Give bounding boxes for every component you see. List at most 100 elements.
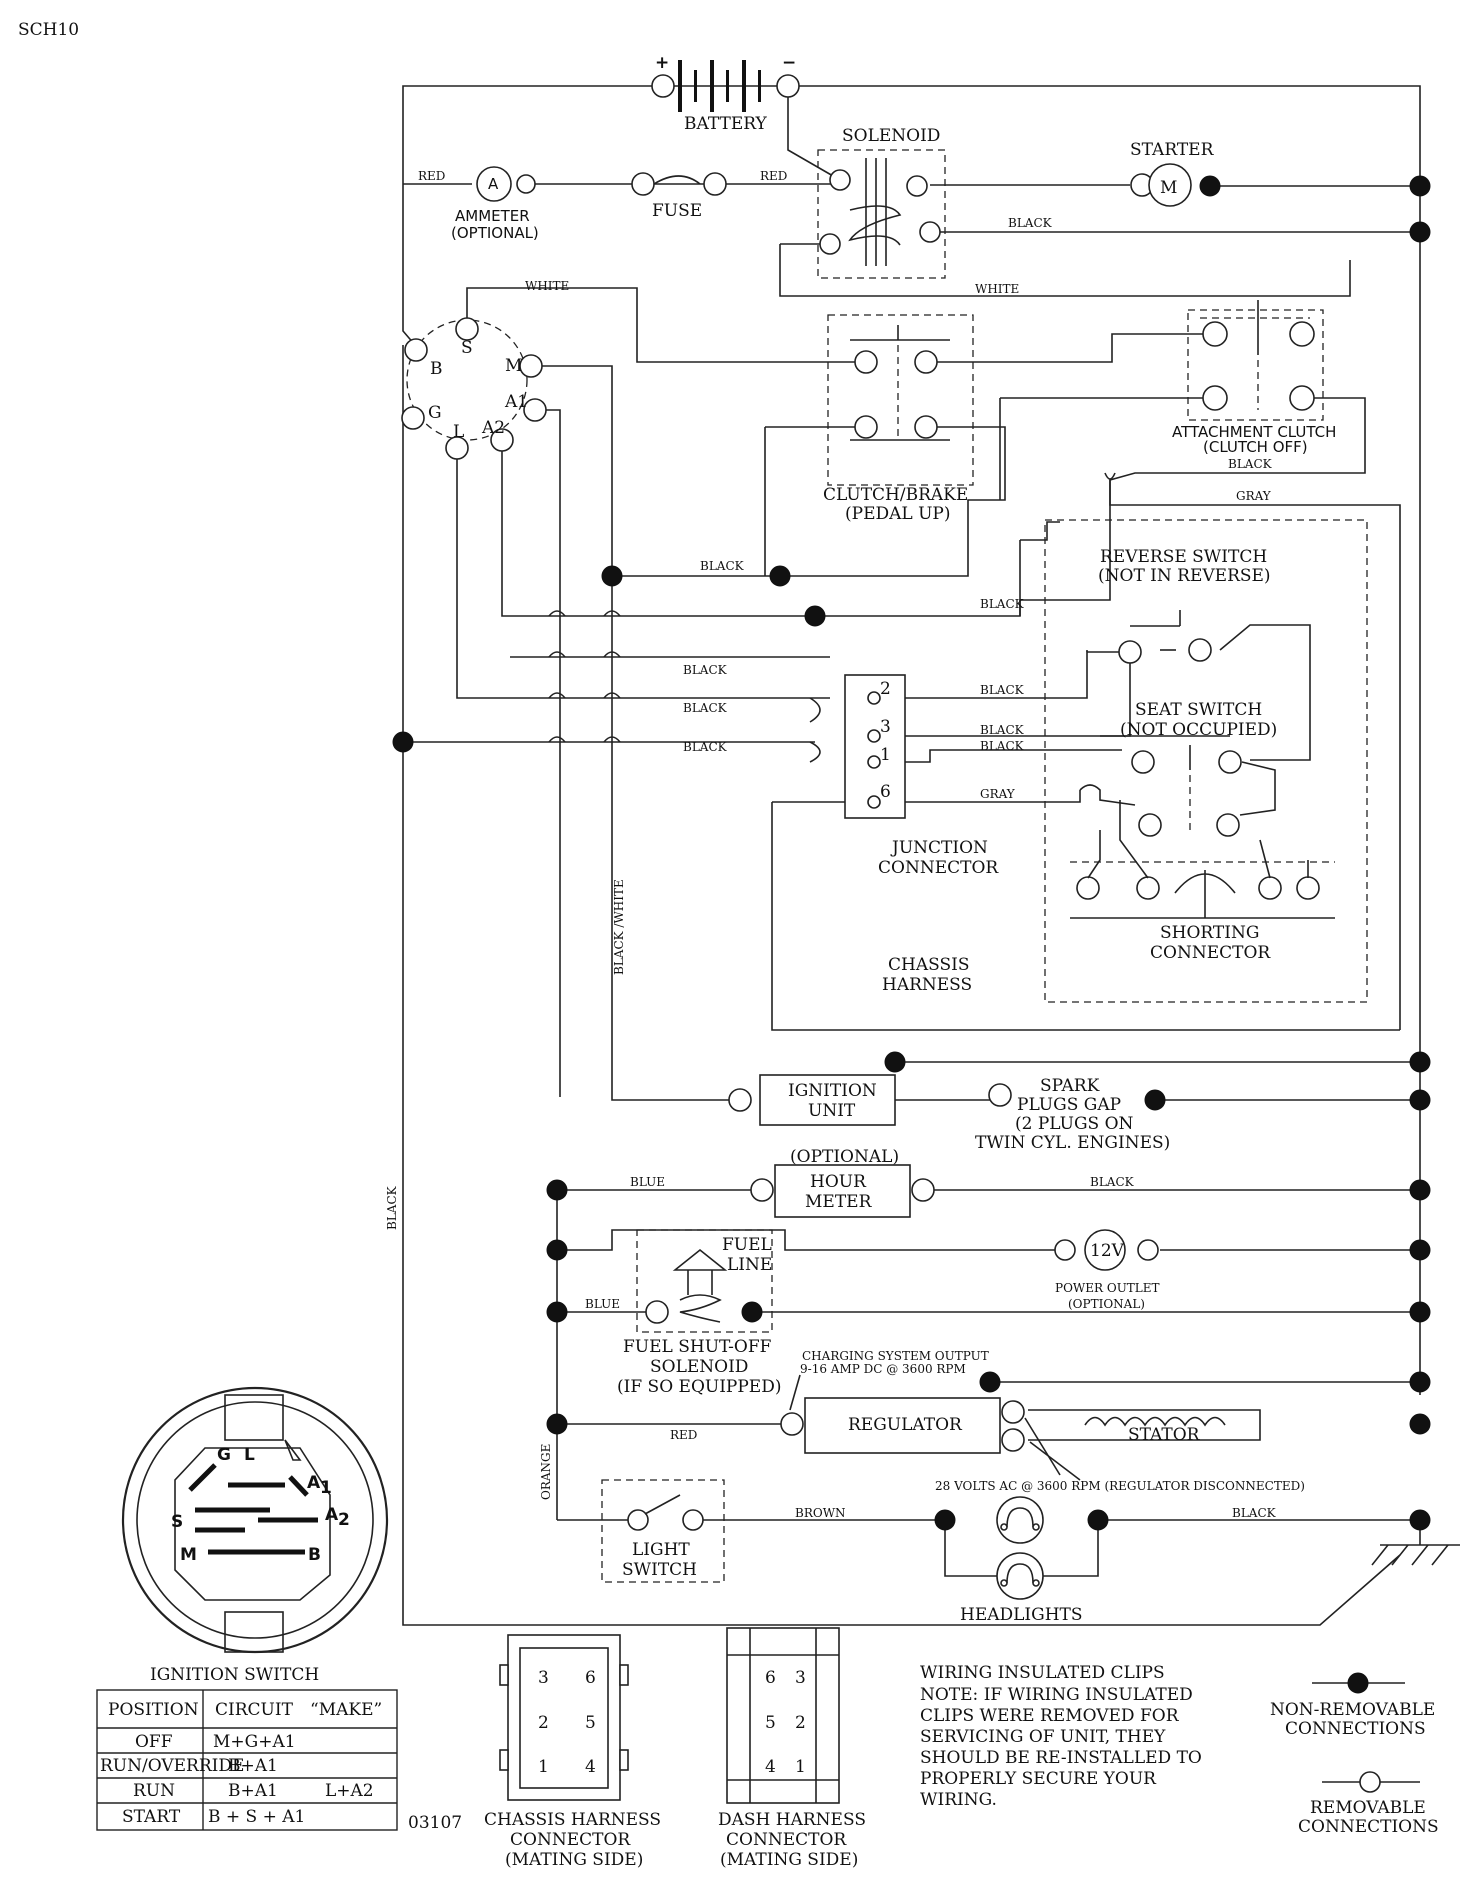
svg-text:(OPTIONAL): (OPTIONAL) [451, 224, 539, 242]
chassis-harness-connector: 3 6 2 5 1 4 CHASSIS HARNESS CONNECTOR (M… [484, 1634, 661, 1870]
svg-text:6: 6 [585, 1668, 596, 1688]
svg-text:AMMETER: AMMETER [455, 207, 530, 225]
regulator: CHARGING SYSTEM OUTPUT 9-16 AMP DC @ 360… [670, 1349, 1025, 1454]
svg-text:(PEDAL UP): (PEDAL UP) [845, 504, 950, 524]
svg-text:BLACK: BLACK [980, 597, 1025, 611]
svg-text:BLACK: BLACK [1232, 1506, 1277, 1520]
svg-text:SEAT SWITCH: SEAT SWITCH [1135, 700, 1262, 720]
svg-text:2: 2 [338, 1510, 350, 1530]
svg-text:4: 4 [765, 1757, 776, 1777]
svg-text:WIRING.: WIRING. [920, 1790, 997, 1810]
svg-text:HOUR: HOUR [810, 1172, 867, 1192]
svg-text:RUN: RUN [133, 1781, 175, 1801]
svg-text:2: 2 [538, 1713, 549, 1733]
svg-text:CHASSIS HARNESS: CHASSIS HARNESS [484, 1810, 661, 1830]
battery-plus: + [655, 53, 669, 73]
svg-text:(MATING SIDE): (MATING SIDE) [720, 1850, 858, 1870]
headlights: HEADLIGHTS BLACK [960, 1496, 1277, 1625]
svg-text:(MATING SIDE): (MATING SIDE) [505, 1850, 643, 1870]
svg-text:S: S [171, 1512, 183, 1532]
svg-text:CLIPS WERE REMOVED FOR: CLIPS WERE REMOVED FOR [920, 1706, 1180, 1726]
svg-text:M+G+A1: M+G+A1 [213, 1732, 296, 1752]
svg-text:SWITCH: SWITCH [622, 1560, 697, 1580]
svg-text:TWIN CYL. ENGINES): TWIN CYL. ENGINES) [975, 1133, 1170, 1153]
wires [402, 85, 1460, 1626]
svg-text:METER: METER [805, 1192, 873, 1212]
svg-text:POSITION: POSITION [108, 1700, 199, 1720]
shorting-connector: SHORTING CONNECTOR [1070, 800, 1335, 963]
drawing-number: 03107 [408, 1813, 462, 1833]
svg-text:NOTE: IF WIRING INSULATED: NOTE: IF WIRING INSULATED [920, 1685, 1193, 1705]
svg-text:“MAKE”: “MAKE” [310, 1700, 382, 1720]
svg-text:S: S [461, 338, 473, 358]
svg-text:REMOVABLE: REMOVABLE [1310, 1798, 1426, 1818]
svg-text:L: L [244, 1445, 255, 1465]
junction-dots [392, 175, 1431, 1531]
svg-text:CONNECTIONS: CONNECTIONS [1298, 1817, 1439, 1837]
svg-text:(2 PLUGS ON: (2 PLUGS ON [1015, 1114, 1134, 1134]
seat-switch: SEAT SWITCH (NOT OCCUPIED) [1079, 700, 1277, 837]
junction-connector: 2 3 1 6 JUNCTION CONNECTOR CHASSIS HARNE… [844, 674, 999, 995]
svg-text:RUN/OVERRIDE: RUN/OVERRIDE [100, 1756, 244, 1776]
svg-text:12V: 12V [1090, 1241, 1125, 1261]
svg-text:M: M [505, 356, 522, 376]
svg-text:CONNECTOR: CONNECTOR [878, 858, 999, 878]
svg-text:(OPTIONAL): (OPTIONAL) [1068, 1297, 1145, 1311]
svg-text:OFF: OFF [135, 1732, 173, 1752]
svg-text:5: 5 [765, 1713, 776, 1733]
svg-text:SPARK: SPARK [1040, 1076, 1100, 1096]
svg-text:1: 1 [795, 1757, 806, 1777]
svg-text:(OPTIONAL): (OPTIONAL) [790, 1147, 899, 1167]
ignition-terminals: S B M A1 G L A2 WHITE WHITE [401, 279, 1019, 460]
svg-text:FUEL SHUT-OFF: FUEL SHUT-OFF [623, 1337, 772, 1357]
svg-text:BLACK /WHITE: BLACK /WHITE [612, 879, 626, 975]
svg-text:4: 4 [585, 1757, 596, 1777]
svg-text:LINE: LINE [727, 1255, 772, 1275]
attachment-clutch-switch: ATTACHMENT CLUTCH (CLUTCH OFF) BLACK GRA… [1172, 300, 1336, 503]
svg-text:G: G [428, 403, 442, 423]
svg-text:WIRING INSULATED CLIPS: WIRING INSULATED CLIPS [920, 1663, 1165, 1683]
svg-text:BLACK: BLACK [683, 663, 728, 677]
svg-text:BLACK: BLACK [980, 683, 1025, 697]
svg-text:1: 1 [538, 1757, 549, 1777]
svg-text:BLACK: BLACK [980, 723, 1025, 737]
svg-text:STATOR: STATOR [1128, 1425, 1201, 1445]
svg-text:1: 1 [320, 1478, 332, 1498]
svg-text:JUNCTION: JUNCTION [890, 838, 988, 858]
ignition-switch-table: IGNITION SWITCH POSITION CIRCUIT “MAKE” … [96, 1665, 398, 1831]
svg-text:CONNECTIONS: CONNECTIONS [1285, 1719, 1426, 1739]
svg-text:FUEL: FUEL [722, 1235, 772, 1255]
svg-text:CHASSIS: CHASSIS [888, 955, 969, 975]
svg-text:BLACK: BLACK [1008, 216, 1053, 230]
svg-text:RED: RED [760, 169, 787, 183]
legend: NON-REMOVABLE CONNECTIONS REMOVABLE CONN… [1270, 1672, 1439, 1837]
svg-text:6: 6 [765, 1668, 776, 1688]
svg-text:(CLUTCH OFF): (CLUTCH OFF) [1203, 438, 1308, 456]
svg-text:M: M [180, 1545, 197, 1565]
svg-text:BLACK: BLACK [700, 559, 745, 573]
svg-text:SOLENOID: SOLENOID [842, 126, 940, 146]
svg-text:STARTER: STARTER [1130, 140, 1215, 160]
svg-text:28 VOLTS AC @ 3600 RPM (REGULA: 28 VOLTS AC @ 3600 RPM (REGULATOR DISCON… [935, 1479, 1305, 1493]
starter: M STARTER BLACK [1008, 140, 1215, 230]
battery-minus: − [782, 53, 796, 73]
svg-text:BROWN: BROWN [795, 1506, 846, 1520]
svg-text:REVERSE SWITCH: REVERSE SWITCH [1100, 547, 1267, 567]
svg-text:SHOULD BE RE-INSTALLED TO: SHOULD BE RE-INSTALLED TO [920, 1748, 1202, 1768]
svg-text:DASH HARNESS: DASH HARNESS [718, 1810, 866, 1830]
svg-text:A: A [307, 1473, 321, 1493]
svg-text:WHITE: WHITE [975, 282, 1019, 296]
svg-text:3: 3 [880, 717, 891, 737]
svg-text:SERVICING OF UNIT, THEY: SERVICING OF UNIT, THEY [920, 1727, 1166, 1747]
svg-text:WHITE: WHITE [525, 279, 569, 293]
svg-text:RED: RED [670, 1428, 697, 1442]
svg-text:L: L [453, 422, 464, 442]
wiring-note: WIRING INSULATED CLIPS NOTE: IF WIRING I… [920, 1663, 1202, 1810]
svg-text:PLUGS GAP: PLUGS GAP [1017, 1095, 1121, 1115]
svg-text:B: B [430, 359, 443, 379]
svg-text:A: A [325, 1505, 339, 1525]
svg-text:HARNESS: HARNESS [882, 975, 972, 995]
svg-text:PROPERLY SECURE YOUR: PROPERLY SECURE YOUR [920, 1769, 1157, 1789]
svg-text:5: 5 [585, 1713, 596, 1733]
svg-text:BLUE: BLUE [630, 1175, 665, 1189]
